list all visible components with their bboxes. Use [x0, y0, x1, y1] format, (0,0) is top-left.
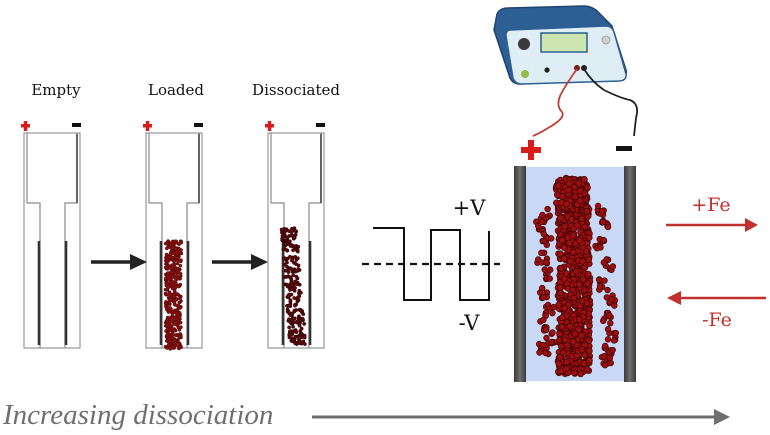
- add-fe-arrow: [666, 218, 758, 232]
- stage-label-dissociated: Dissociated: [252, 81, 340, 99]
- stage-arrow-1: [91, 254, 147, 270]
- positive-electrode-plate: [514, 166, 526, 382]
- display-screen: [540, 32, 588, 53]
- particle-column: [163, 239, 184, 351]
- minus-sign-icon: [72, 123, 81, 127]
- plus-sign-icon: [143, 121, 152, 131]
- cuvette-empty: [21, 121, 81, 349]
- negative-electrode-plate: [624, 166, 636, 382]
- big-minus-sign: [616, 146, 632, 151]
- progression-arrow: [312, 409, 730, 425]
- plus-v-label: +V: [453, 196, 487, 220]
- positive-lead: [532, 68, 578, 137]
- increasing-dissociation-caption: Increasing dissociation: [2, 399, 273, 431]
- stage-label-loaded: Loaded: [148, 81, 204, 99]
- add-fe-label: +Fe: [691, 194, 730, 216]
- big-plus-sign: [521, 140, 541, 160]
- minus-v-label: -V: [459, 311, 481, 335]
- stage-label-empty: Empty: [31, 81, 81, 99]
- particle-cloud: [533, 174, 620, 378]
- cuvette-dissociated: [265, 121, 325, 349]
- knob: [518, 38, 530, 50]
- electroporation-cell-zoom: [514, 166, 636, 382]
- cuvette-loaded: [143, 121, 203, 351]
- stage-arrow-2: [212, 254, 268, 270]
- negative-lead: [583, 68, 639, 137]
- minus-sign-icon: [316, 123, 325, 127]
- remove-fe-arrow: [667, 291, 766, 305]
- power-supply-icon: [493, 5, 628, 85]
- plus-sign-icon: [21, 121, 30, 131]
- remove-fe-label: -Fe: [702, 309, 732, 331]
- particle-scatter: [279, 226, 307, 346]
- plus-sign-icon: [265, 121, 274, 131]
- square-wave: [362, 227, 500, 301]
- minus-sign-icon: [194, 123, 203, 127]
